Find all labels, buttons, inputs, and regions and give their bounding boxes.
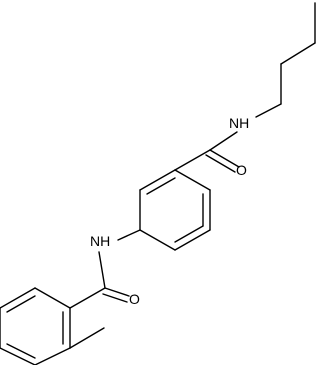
bond — [0, 347, 36, 365]
atom-label-o-right: O — [236, 162, 247, 178]
bond — [146, 177, 176, 195]
bond — [104, 287, 130, 297]
bond — [102, 293, 128, 303]
bond — [139, 169, 176, 191]
upper-amide-group — [174, 131, 240, 173]
bond — [6, 295, 36, 313]
lower-amide-group — [69, 229, 141, 309]
bond — [280, 42, 316, 65]
bond — [69, 287, 106, 309]
bond — [0, 287, 36, 309]
atom-label-o-bottom: O — [129, 291, 140, 307]
bond — [174, 225, 204, 243]
bond — [174, 229, 211, 251]
atom-labels: NH O NH O — [90, 115, 249, 307]
bond — [6, 343, 36, 359]
bond — [255, 103, 282, 118]
atom-label-nh-top: NH — [229, 115, 249, 131]
bond — [174, 149, 211, 171]
bond — [174, 169, 211, 191]
bond — [34, 287, 71, 309]
bond — [117, 229, 141, 241]
bond — [209, 149, 240, 168]
ortho-tolyl-ring — [0, 287, 105, 365]
para-phenylene-ring — [139, 169, 211, 251]
atom-label-nh-left: NH — [90, 233, 110, 249]
bond — [209, 131, 238, 151]
bond — [34, 347, 71, 365]
bond — [139, 229, 176, 251]
butyl-chain — [255, 2, 316, 118]
methyl-bond — [69, 327, 105, 349]
bond — [98, 251, 106, 289]
bond — [205, 154, 236, 173]
